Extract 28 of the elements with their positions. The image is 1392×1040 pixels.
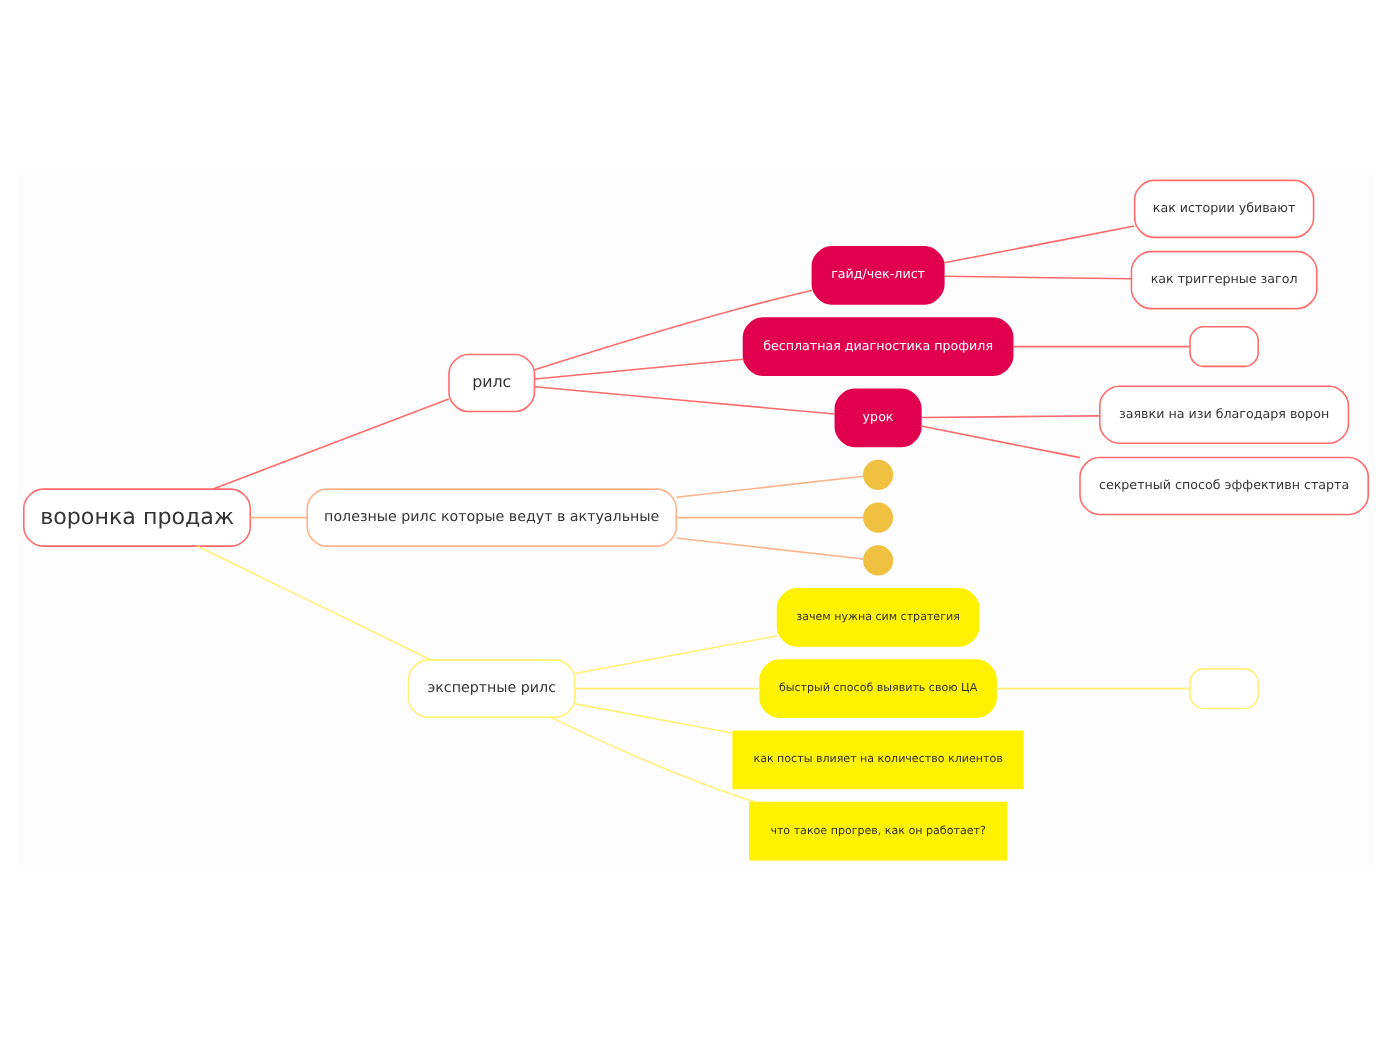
node-circle	[863, 459, 894, 490]
connector	[534, 358, 745, 380]
connector	[533, 289, 813, 371]
connector	[943, 225, 1136, 264]
connector	[574, 687, 761, 690]
connector	[920, 415, 1100, 419]
node-box: рилс	[448, 353, 536, 413]
connector	[574, 635, 778, 675]
connector	[1011, 345, 1191, 348]
connector	[534, 386, 836, 415]
node-box	[1189, 668, 1259, 710]
connector	[550, 716, 758, 804]
connector	[212, 398, 450, 490]
node-circle	[863, 502, 894, 533]
node-box: экспертные рилс	[407, 659, 576, 718]
connector	[675, 475, 865, 498]
node-circle	[863, 545, 894, 576]
connector	[920, 425, 1081, 459]
connector	[574, 703, 734, 734]
connector	[675, 516, 865, 519]
connector	[249, 516, 308, 519]
node-box	[1189, 326, 1259, 368]
connector	[675, 537, 865, 560]
connector	[196, 545, 432, 661]
node-box: полезные рилс которые ведут в актуальные	[306, 488, 677, 547]
connector	[995, 687, 1191, 690]
node-box: воронка продаж	[23, 488, 252, 547]
connector	[943, 275, 1132, 280]
